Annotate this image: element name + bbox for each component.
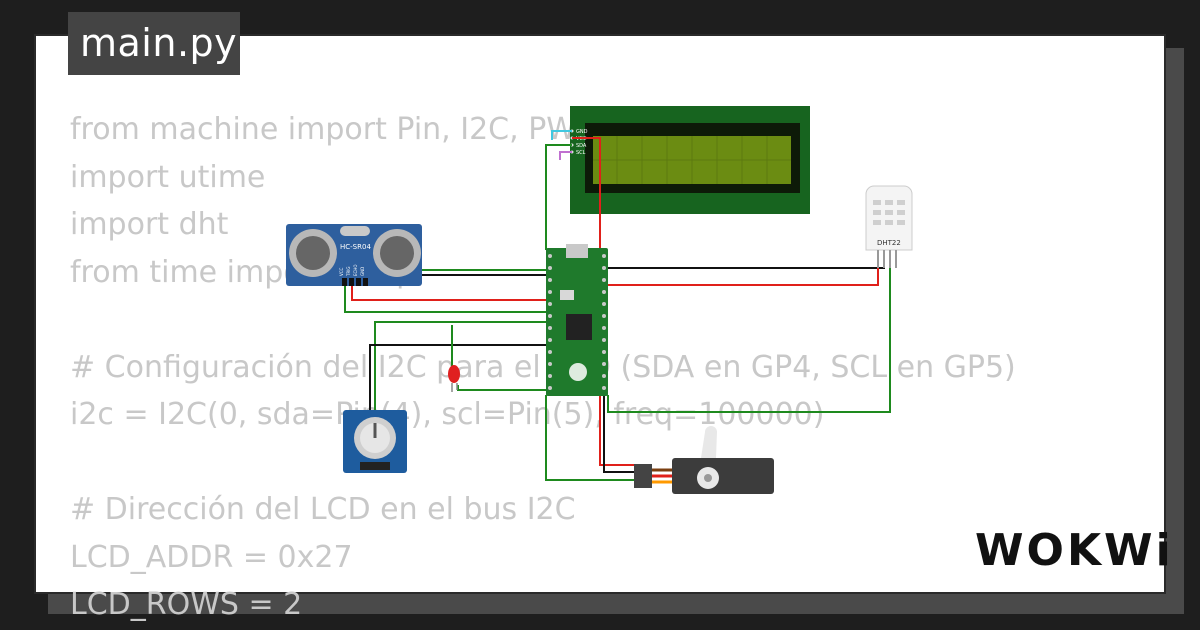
ultrasonic-pin-echo: ECHO (353, 265, 358, 276)
servo-motor[interactable] (634, 426, 774, 494)
ultrasonic-sensor[interactable]: HC-SR04 VCC TRIG ECHO GND (286, 224, 422, 286)
ultrasonic-label: HC-SR04 (340, 243, 371, 251)
lcd-pin-sda: SDA (576, 143, 587, 149)
code-line: import dht (70, 207, 229, 242)
potentiometer[interactable] (343, 410, 407, 473)
dht-label: DHT22 (877, 239, 901, 247)
code-line: import utime (70, 159, 266, 195)
ultrasonic-pin-trig: TRIG (346, 266, 351, 277)
dht22-sensor[interactable]: DHT22 (865, 185, 913, 268)
code-line: # Dirección del LCD en el bus I2C (70, 492, 576, 527)
ultrasonic-pin-gnd: GND (360, 267, 365, 276)
code-line: LCD_ADDR = 0x27 (70, 539, 353, 575)
ultrasonic-pin-vcc: VCC (339, 267, 344, 276)
lcd-pin-scl: SCL (576, 150, 586, 156)
pico-board[interactable] (546, 244, 608, 396)
led[interactable] (448, 365, 460, 392)
file-tab[interactable]: main.py (68, 12, 240, 75)
lcd-display[interactable]: GND VCC SDA SCL (570, 106, 810, 214)
wokwi-logo: WOKWi (975, 525, 1174, 576)
code-line: i2c = I2C(0, sda=Pin(4), scl=Pin(5), fre… (70, 397, 825, 432)
lcd-pin-gnd: GND (576, 129, 588, 135)
code-line: LCD_ROWS = 2 (70, 587, 303, 622)
